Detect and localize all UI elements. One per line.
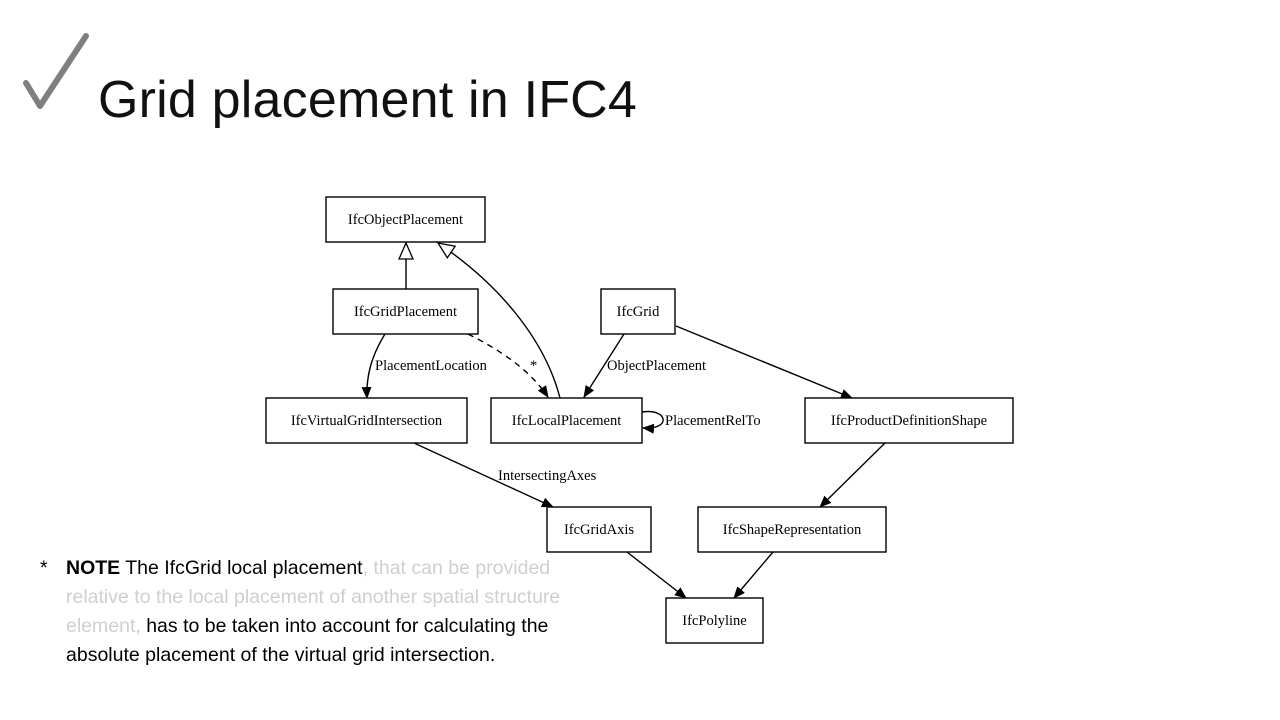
- svg-text:IfcGridPlacement: IfcGridPlacement: [354, 304, 457, 320]
- edge-gridaxis-to-polyline: [626, 551, 687, 599]
- svg-text:IfcGrid: IfcGrid: [617, 304, 660, 320]
- edge-placement-rel-to: [641, 410, 664, 434]
- edge-label-placement-rel-to: PlacementRelTo: [665, 413, 761, 429]
- edge-label-asterisk: *: [530, 358, 537, 374]
- check-mark-icon: [23, 33, 89, 109]
- node-ifcproductdefinitionshape: IfcProductDefinitionShape: [804, 397, 1014, 444]
- note-text-1: The IfcGrid local placement: [120, 557, 363, 579]
- footnote: * NOTE The IfcGrid local placement, that…: [40, 554, 600, 670]
- node-ifcshaperepresentation: IfcShapeRepresentation: [697, 506, 887, 553]
- node-ifcgridplacement: IfcGridPlacement: [332, 288, 479, 335]
- edge-shaperepresentation-to-polyline: [733, 551, 774, 599]
- edge-intersecting-axes: [413, 442, 554, 508]
- edge-label-intersecting-axes: IntersectingAxes: [498, 468, 597, 484]
- edge-placement-location: [361, 333, 386, 399]
- svg-text:IfcShapeRepresentation: IfcShapeRepresentation: [723, 522, 862, 538]
- node-ifcgridaxis: IfcGridAxis: [546, 506, 652, 553]
- svg-text:IfcProductDefinitionShape: IfcProductDefinitionShape: [831, 413, 987, 429]
- footnote-marker: *: [40, 557, 48, 579]
- svg-text:IfcVirtualGridIntersection: IfcVirtualGridIntersection: [291, 413, 443, 429]
- edge-label-object-placement: ObjectPlacement: [607, 358, 706, 374]
- note-keyword: NOTE: [66, 557, 121, 579]
- edge-grid-to-productdefinitionshape: [675, 325, 853, 399]
- note-text-2: has to be taken into account for calcula…: [66, 615, 549, 666]
- svg-text:IfcObjectPlacement: IfcObjectPlacement: [348, 212, 463, 228]
- svg-text:IfcLocalPlacement: IfcLocalPlacement: [512, 413, 622, 429]
- edge-localplacement-to-objectplacement: [438, 243, 561, 399]
- edge-productdefinitionshape-to-shaperepresentation: [819, 442, 886, 508]
- node-ifcvirtualgridintersection: IfcVirtualGridIntersection: [265, 397, 468, 444]
- node-ifcgrid: IfcGrid: [600, 288, 676, 335]
- slide-title: Grid placement in IFC4: [98, 71, 638, 129]
- edge-dashed-gridplacement-to-localplacement: [467, 333, 549, 398]
- node-ifclocalplacement: IfcLocalPlacement: [490, 397, 643, 444]
- svg-text:IfcGridAxis: IfcGridAxis: [564, 522, 634, 538]
- svg-text:IfcPolyline: IfcPolyline: [682, 613, 746, 629]
- node-ifcpolyline: IfcPolyline: [665, 597, 764, 644]
- note-faded-text: , that can be provided relative to the l…: [66, 557, 561, 637]
- edge-object-placement: [583, 333, 625, 398]
- node-ifcobjectplacement: IfcObjectPlacement: [325, 196, 486, 243]
- footnote-body: NOTE The IfcGrid local placement, that c…: [66, 554, 600, 670]
- edge-label-placement-location: PlacementLocation: [375, 358, 488, 374]
